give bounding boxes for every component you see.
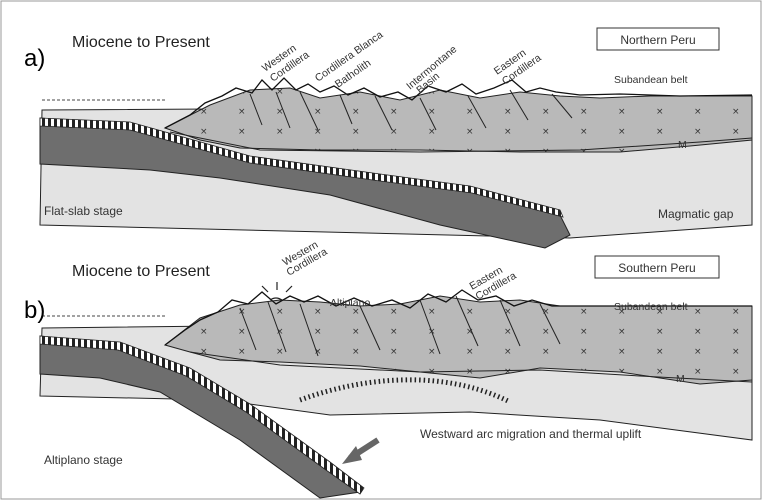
panel-a-moho-label: M: [678, 139, 687, 151]
panel-b-region: Southern Peru: [618, 261, 695, 275]
panel-a-region: Northern Peru: [620, 33, 695, 47]
panel-b-arc-migration: Westward arc migration and thermal uplif…: [420, 427, 642, 441]
panel-a-subandean: Subandean belt: [614, 74, 688, 86]
panel-a-stage: Flat-slab stage: [44, 204, 123, 218]
panel-a-letter: a): [24, 45, 45, 72]
panel-a: a) Miocene to Present Northern Peru West…: [24, 28, 752, 248]
panel-b-title: Miocene to Present: [72, 263, 210, 280]
panel-a-title: Miocene to Present: [72, 34, 210, 51]
panel-b-subandean: Subandean belt: [614, 301, 688, 313]
panel-a-crust: [165, 88, 752, 152]
panel-b-letter: b): [24, 297, 45, 324]
panel-a-gap: Magmatic gap: [658, 207, 734, 221]
panel-b: b) Miocene to Present Southern Peru West…: [24, 239, 752, 498]
panel-b-stage: Altiplano stage: [44, 453, 123, 467]
panel-b-altiplano: Altiplano: [330, 297, 370, 309]
panel-b-moho-label: M: [676, 373, 685, 385]
panel-b-migration-arrow-icon: [342, 440, 378, 464]
